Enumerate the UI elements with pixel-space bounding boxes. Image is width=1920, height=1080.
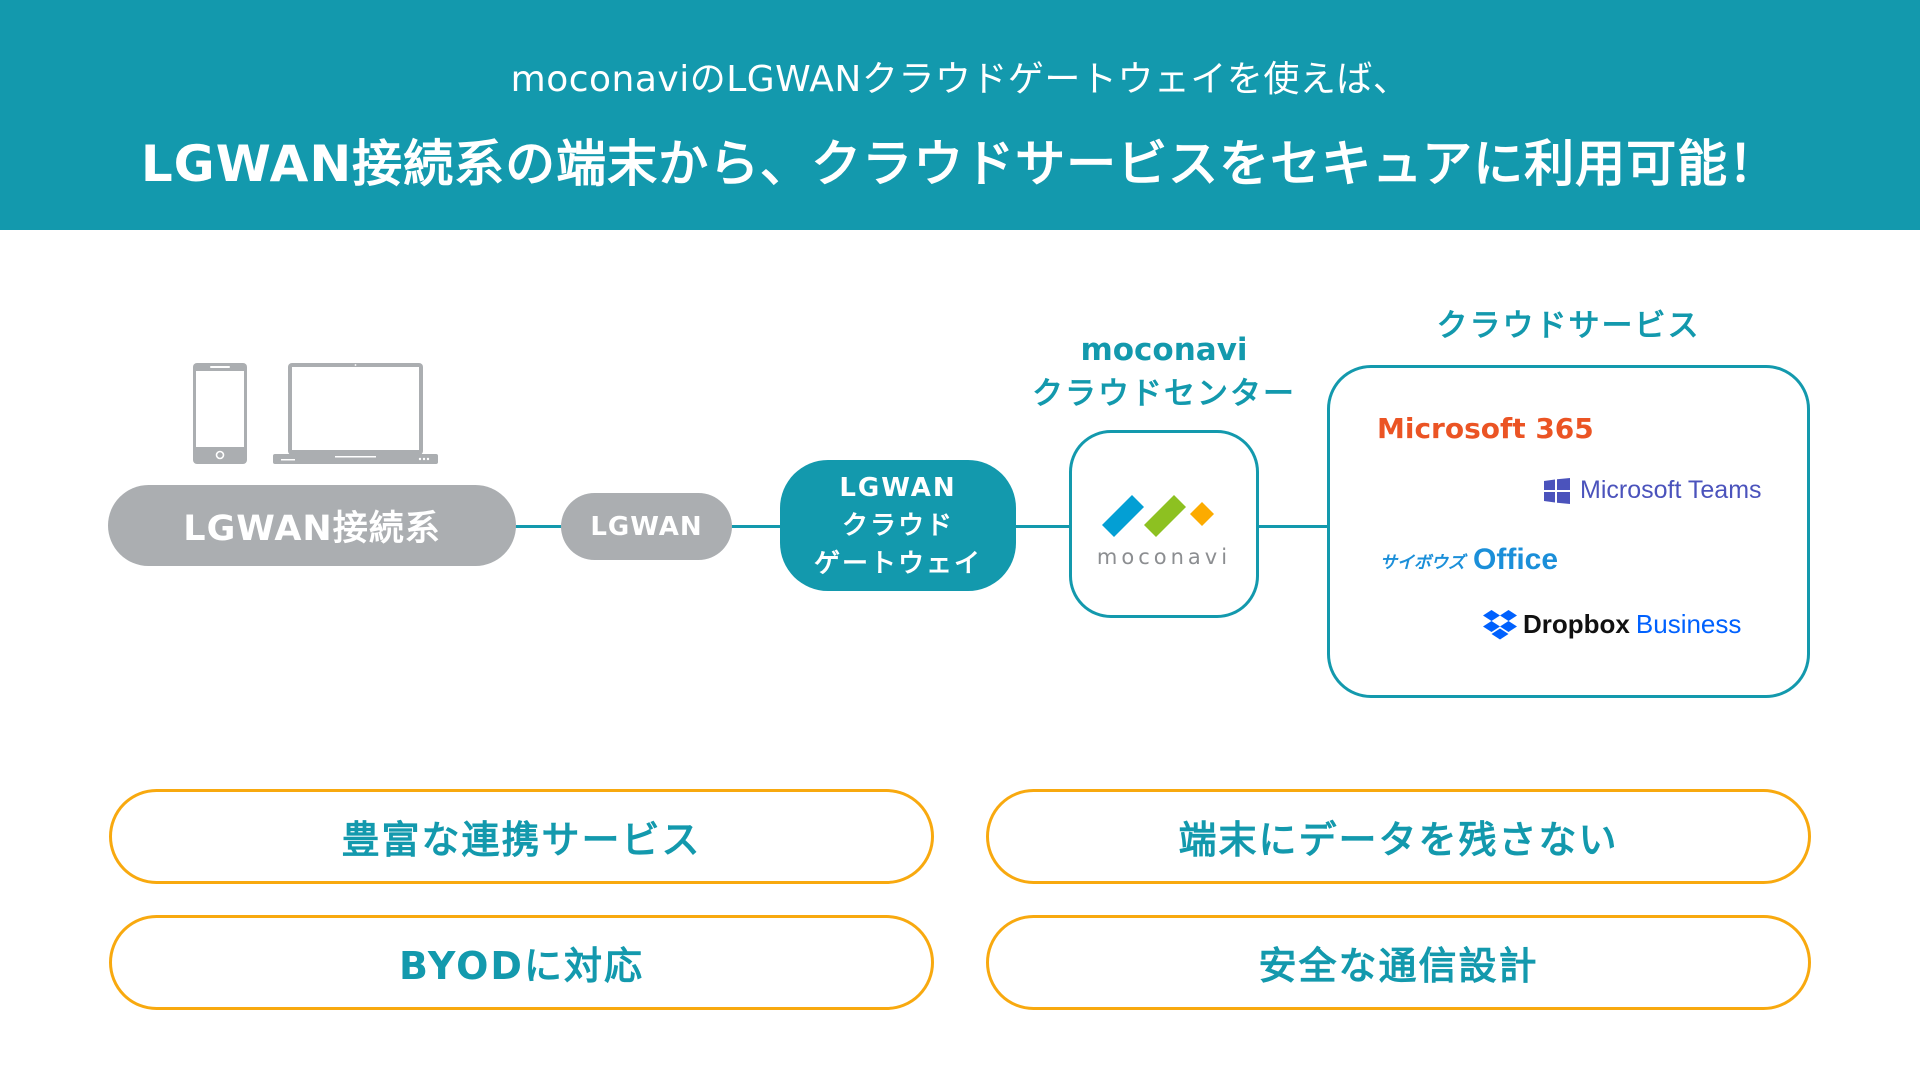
cloud-services-title: クラウドサービス xyxy=(1436,308,1701,344)
moconavi-logo-icon xyxy=(1102,495,1214,537)
feature-pill: 端末にデータを残さない xyxy=(986,789,1811,884)
cybozu-label: サイボウズ xyxy=(1380,552,1465,573)
cloud-center-title: moconavi クラウドセンター xyxy=(1014,328,1314,416)
feature-label: 安全な通信設計 xyxy=(1258,944,1539,988)
feature-pill: BYODに対応 xyxy=(109,915,934,1010)
cloud-services-box: Microsoft 365 Microsoft Teams サイボウズ Offi… xyxy=(1327,365,1810,698)
lgwan-endpoint-label: LGWAN接続系 xyxy=(183,509,441,549)
office-label: Office xyxy=(1473,543,1559,576)
moconavi-cloud-center-node: moconavi xyxy=(1069,430,1259,618)
header-banner: moconaviのLGWANクラウドゲートウェイを使えば、 LGWAN接続系の端… xyxy=(0,0,1920,230)
connector-line xyxy=(1010,525,1074,528)
cloud-center-title-line: moconavi xyxy=(1080,332,1248,368)
header-title: LGWAN接続系の端末から、クラウドサービスをセキュアに利用可能！ xyxy=(140,135,1780,193)
smartphone-icon xyxy=(193,363,247,464)
service-microsoft-teams: Microsoft Teams xyxy=(1544,476,1762,505)
dropbox-logo-icon xyxy=(1483,609,1517,639)
lgwan-endpoint-node: LGWAN接続系 xyxy=(108,485,516,566)
feature-label: 端末にデータを残さない xyxy=(1178,818,1619,862)
lgwan-network-label: LGWAN xyxy=(590,511,703,542)
gateway-label-line: クラウド xyxy=(841,510,954,541)
feature-label: BYODに対応 xyxy=(399,944,644,988)
connector-line xyxy=(1255,525,1331,528)
feature-label: 豊富な連携サービス xyxy=(341,818,702,862)
header-subtitle: moconaviのLGWANクラウドゲートウェイを使えば、 xyxy=(510,59,1410,100)
gateway-label-line: LGWAN xyxy=(839,472,957,503)
moconavi-logo-text: moconavi xyxy=(1096,545,1232,569)
connector-line xyxy=(510,525,570,528)
business-label: Business xyxy=(1635,609,1742,639)
teams-label: Microsoft Teams xyxy=(1580,476,1762,504)
service-dropbox-business: Dropbox Business xyxy=(1483,609,1741,640)
dropbox-label: Dropbox xyxy=(1523,609,1630,639)
gateway-label-line: ゲートウェイ xyxy=(813,548,982,579)
laptop-icon xyxy=(273,363,438,464)
connector-line xyxy=(725,525,785,528)
lgwan-network-node: LGWAN xyxy=(561,493,732,560)
feature-pill: 豊富な連携サービス xyxy=(109,789,934,884)
cloud-center-title-line: クラウドセンター xyxy=(1032,376,1296,412)
feature-pill: 安全な通信設計 xyxy=(986,915,1811,1010)
windows-logo-icon xyxy=(1544,477,1570,504)
service-microsoft-365: Microsoft 365 xyxy=(1377,412,1594,445)
service-cybozu-office: サイボウズ Office xyxy=(1380,543,1558,577)
lgwan-cloud-gateway-node: LGWAN クラウド ゲートウェイ xyxy=(780,460,1016,591)
